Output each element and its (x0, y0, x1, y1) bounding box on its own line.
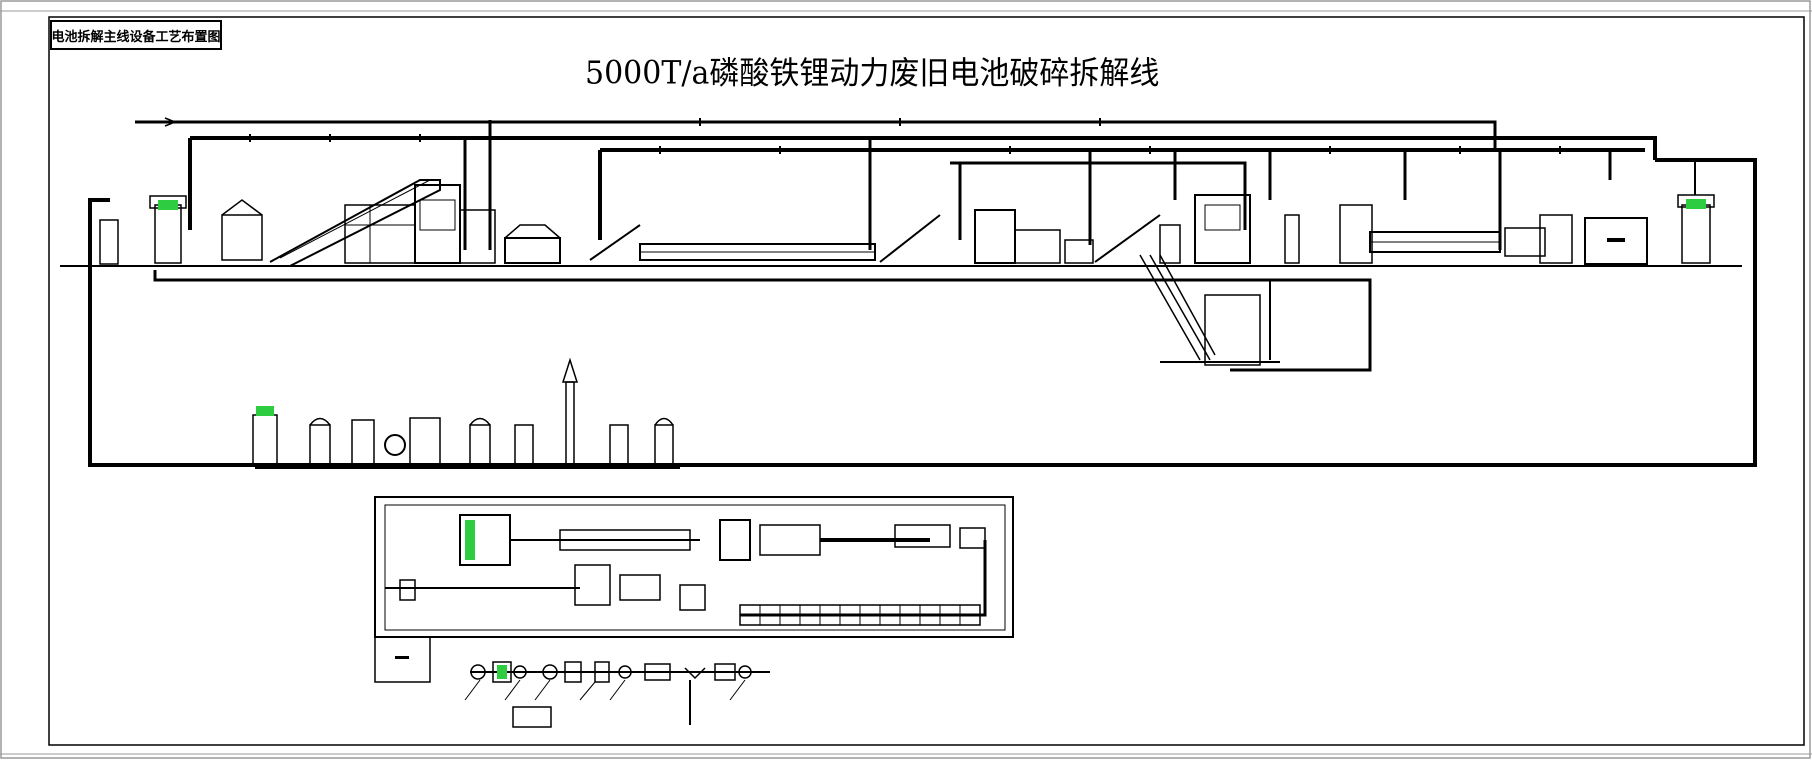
scrubber-1 (309, 424, 331, 466)
feeder-hopper (221, 214, 263, 261)
scrubber-4 (609, 424, 629, 466)
main-line-group (60, 117, 1757, 467)
schematic-box (512, 706, 552, 728)
drawing-main-title: 5000T/a磷酸铁锂动力废旧电池破碎拆解线 (585, 55, 1160, 93)
scrubber-2 (469, 424, 491, 466)
upper-duct (190, 136, 1657, 160)
transfer-lines (1139, 254, 1216, 361)
inclined-conveyor-3 (879, 214, 941, 263)
duct-right-loop (88, 158, 1757, 467)
flow-schematic-group (464, 661, 770, 728)
cartridge-filter-right (1681, 204, 1711, 264)
fan-wheel (384, 434, 406, 456)
uv-unit (351, 419, 375, 466)
exhaust-line-group (252, 357, 680, 469)
lower-pit-unit (1204, 294, 1261, 366)
secondary-shredder (974, 209, 1016, 264)
plan-shredder (719, 519, 751, 561)
storage-bin (1584, 217, 1648, 265)
filter-exhaust (252, 414, 278, 466)
classifier-tower (1194, 194, 1251, 264)
plan-view-frame (374, 496, 1014, 638)
cartridge-filter-left (99, 219, 119, 265)
under-floor-duct (153, 270, 1372, 372)
legend-box (374, 636, 431, 683)
shredder-platform (344, 204, 416, 264)
inner-drawing-frame (48, 16, 1805, 746)
inclined-conveyor-4 (1094, 214, 1161, 263)
third-duct (950, 161, 1247, 230)
chimney (565, 381, 575, 465)
cyclone-1 (1284, 214, 1300, 264)
primary-shredder (414, 184, 461, 264)
air-separator-1 (504, 237, 561, 264)
scrubber-3 (514, 424, 534, 466)
plan-view-group (374, 496, 1014, 683)
top-duct (135, 120, 1497, 150)
inclined-conveyor-2 (589, 224, 641, 261)
scrubber-5 (654, 424, 674, 466)
title-block-label: 电池拆解主线设备工艺布置图 (50, 20, 222, 50)
